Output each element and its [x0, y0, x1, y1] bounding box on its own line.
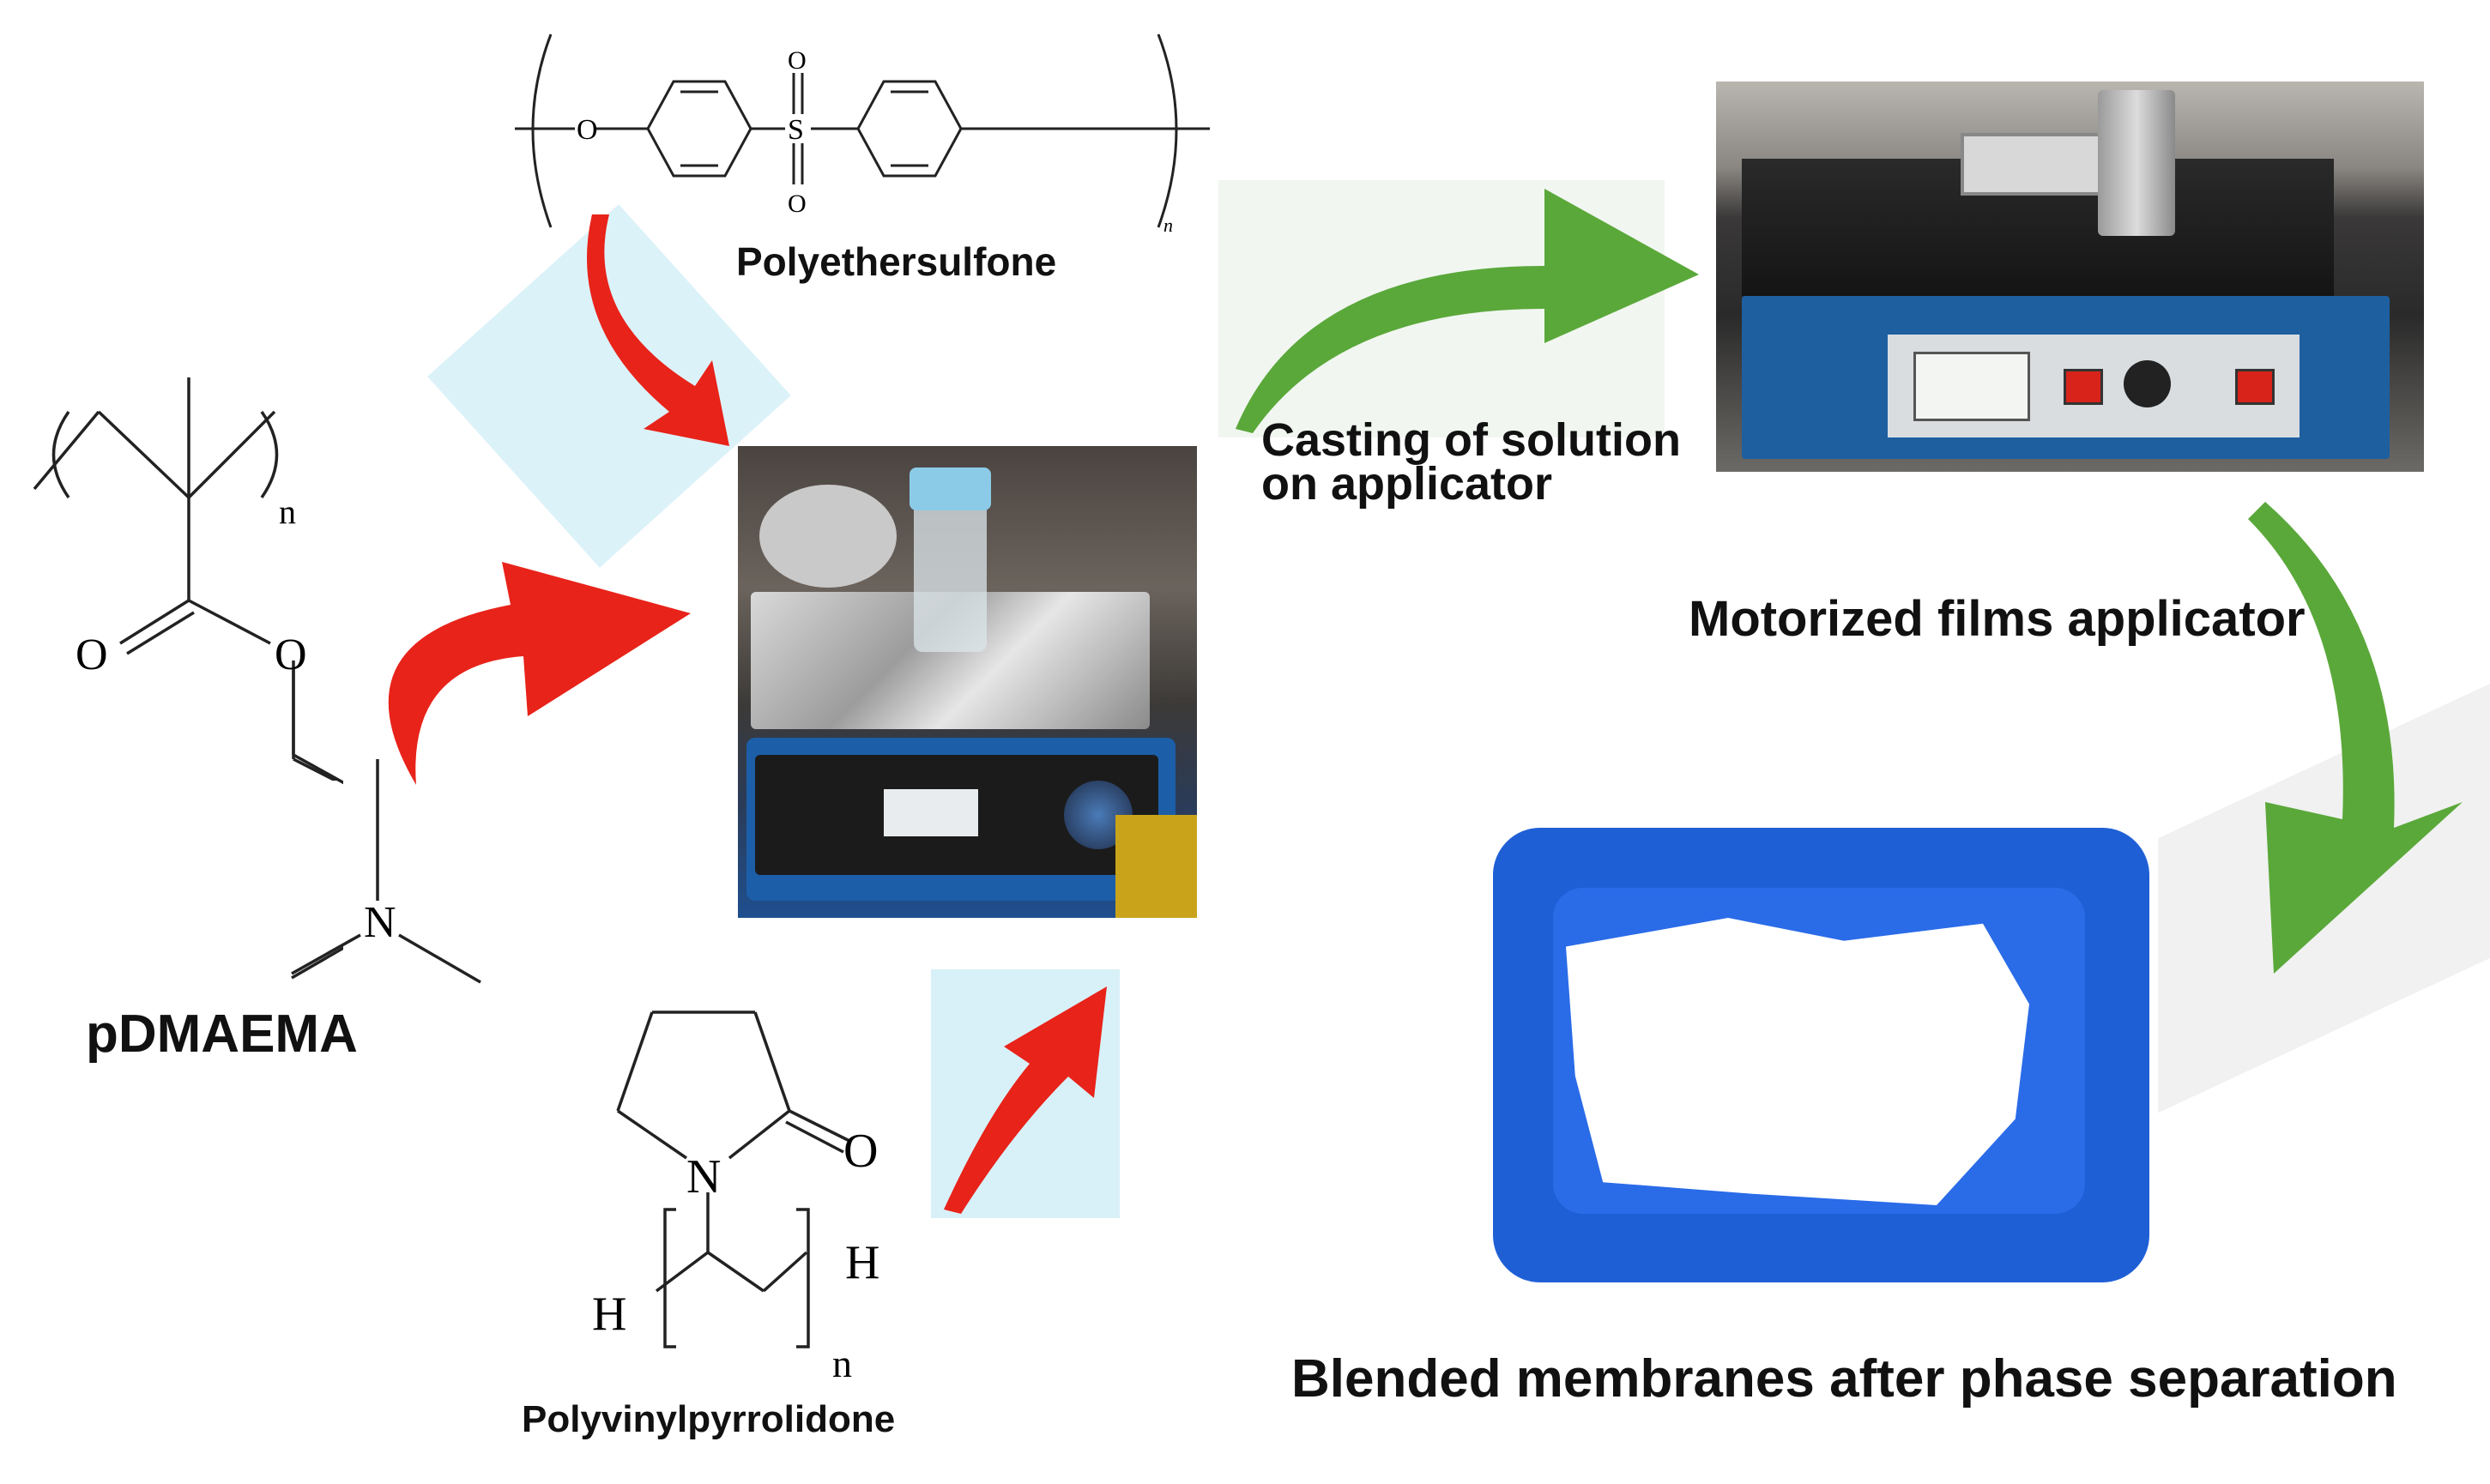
- membranes-label: Blended membranes after phase separation: [1291, 1349, 2397, 1409]
- atom-h-right: H: [845, 1236, 879, 1289]
- atom-s: S: [788, 114, 804, 146]
- subscript-n: n: [279, 492, 296, 531]
- pdmaema-amine: N: [291, 759, 481, 984]
- applicator-knob: [2124, 360, 2171, 407]
- casting-label-line2: on applicator: [1261, 458, 1553, 510]
- pvp-structure: N O H H n: [592, 1010, 879, 1385]
- pes-label: Polyethersulfone: [736, 239, 1057, 284]
- atom-o-top: O: [788, 46, 807, 75]
- atom-n: N: [364, 898, 396, 947]
- curved-red-arrow-pes: [587, 214, 729, 446]
- atom-o-ester: O: [275, 630, 307, 679]
- atom-o-carbonyl: O: [76, 630, 108, 679]
- white-membranes: [1566, 918, 2029, 1205]
- polyethersulfone-structure: O S O O n: [515, 33, 1210, 236]
- subscript-n: n: [832, 1342, 852, 1385]
- pdmaema-linker: [292, 669, 339, 781]
- red-switch-right: [2235, 369, 2275, 405]
- atom-n: N: [686, 1150, 721, 1203]
- foil-plate: [759, 485, 897, 588]
- applicator-label: Motorized films applicator: [1689, 591, 2306, 647]
- curved-red-arrow-pdmaema: [388, 562, 691, 785]
- yellow-surface: [1115, 815, 1197, 918]
- casting-label-line1: Casting of solution: [1261, 414, 1681, 466]
- glass-bottle: [914, 498, 987, 652]
- bottle-cap: [910, 468, 991, 510]
- atom-h-left: H: [592, 1288, 626, 1341]
- curved-red-arrow-pvp: [944, 986, 1107, 1214]
- atom-o-bottom: O: [788, 190, 807, 218]
- motorized-applicator-photo: [1716, 81, 2424, 472]
- applicator-head: [2098, 90, 2175, 236]
- blended-membranes-photo: [1493, 819, 2158, 1291]
- curved-green-arrow-casting: [1236, 189, 1699, 433]
- stirrer-display: [884, 789, 978, 836]
- subscript-n: n: [1163, 214, 1173, 236]
- atom-o: O: [843, 1125, 878, 1178]
- pdmaema-label: pDMAEMA: [86, 1004, 358, 1064]
- curved-green-arrow-membranes: [2248, 502, 2463, 974]
- red-switch-left: [2064, 369, 2103, 405]
- hotplate-stirrer-photo: [738, 446, 1197, 918]
- pvp-label: Polyvinylpyrrolidone: [522, 1398, 896, 1440]
- atom-o-ether: O: [577, 114, 598, 146]
- applicator-film: [1961, 133, 2105, 196]
- applicator-display: [1913, 352, 2030, 421]
